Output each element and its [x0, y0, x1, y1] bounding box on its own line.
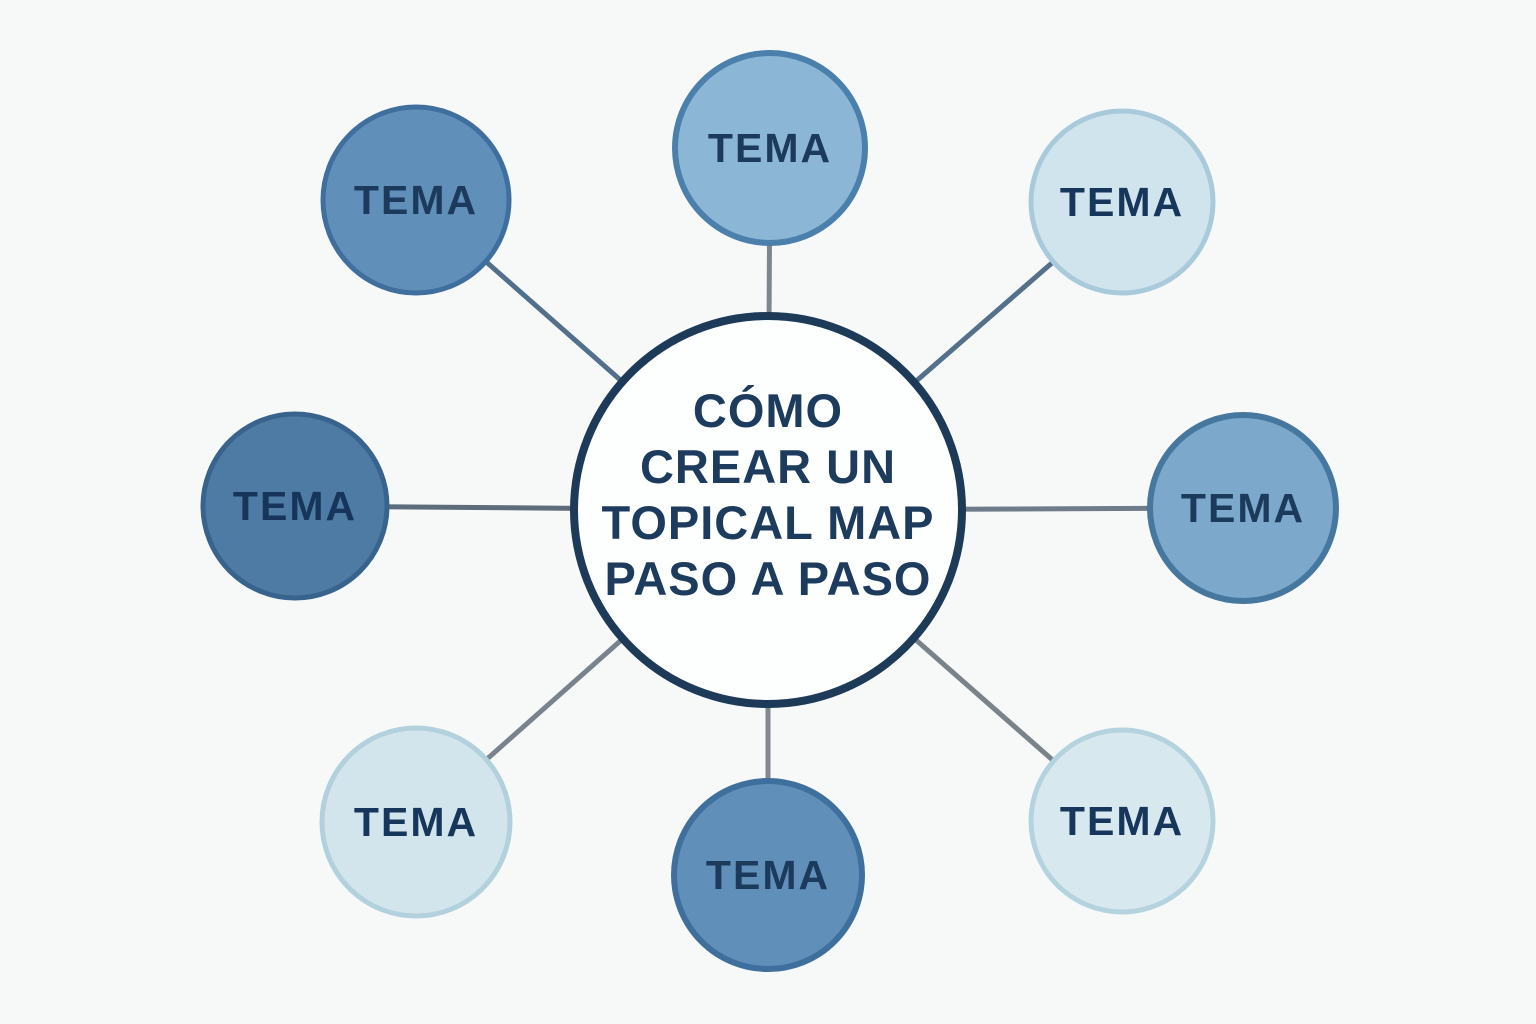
topic-label: TEMA [1181, 485, 1305, 531]
topic-node-top-right: TEMA [1028, 108, 1216, 296]
topic-circle [1147, 412, 1339, 604]
topic-circle [672, 50, 868, 246]
topic-circle [319, 725, 513, 919]
topic-circle [200, 411, 390, 601]
topic-circle [1028, 727, 1216, 915]
topic-circle [671, 778, 865, 972]
topic-node-top: TEMA [672, 50, 868, 246]
topic-label: TEMA [233, 483, 357, 529]
topic-label: TEMA [1060, 798, 1184, 844]
topic-label: TEMA [708, 125, 832, 171]
topic-node-bottom-left: TEMA [319, 725, 513, 919]
topic-label: TEMA [1060, 179, 1184, 225]
topic-node-bottom: TEMA [671, 778, 865, 972]
topic-label: TEMA [706, 852, 830, 898]
topic-circle [320, 104, 512, 296]
topic-label: TEMA [354, 799, 478, 845]
topic-label: TEMA [354, 177, 478, 223]
topic-node-top-left: TEMA [320, 104, 512, 296]
topic-node-bottom-right: TEMA [1028, 727, 1216, 915]
center-title-line-4: PASO A PASO [605, 552, 932, 605]
topic-node-left: TEMA [200, 411, 390, 601]
topic-node-right: TEMA [1147, 412, 1339, 604]
center-title-line-3: TOPICAL MAP [601, 496, 934, 549]
center-title-line-1: CÓMO [693, 384, 843, 437]
topic-circle [1028, 108, 1216, 296]
center-title-line-2: CREAR UN [640, 440, 896, 493]
center-circle [570, 312, 966, 708]
center-node: CÓMO CREAR UN TOPICAL MAP PASO A PASO [570, 312, 966, 708]
